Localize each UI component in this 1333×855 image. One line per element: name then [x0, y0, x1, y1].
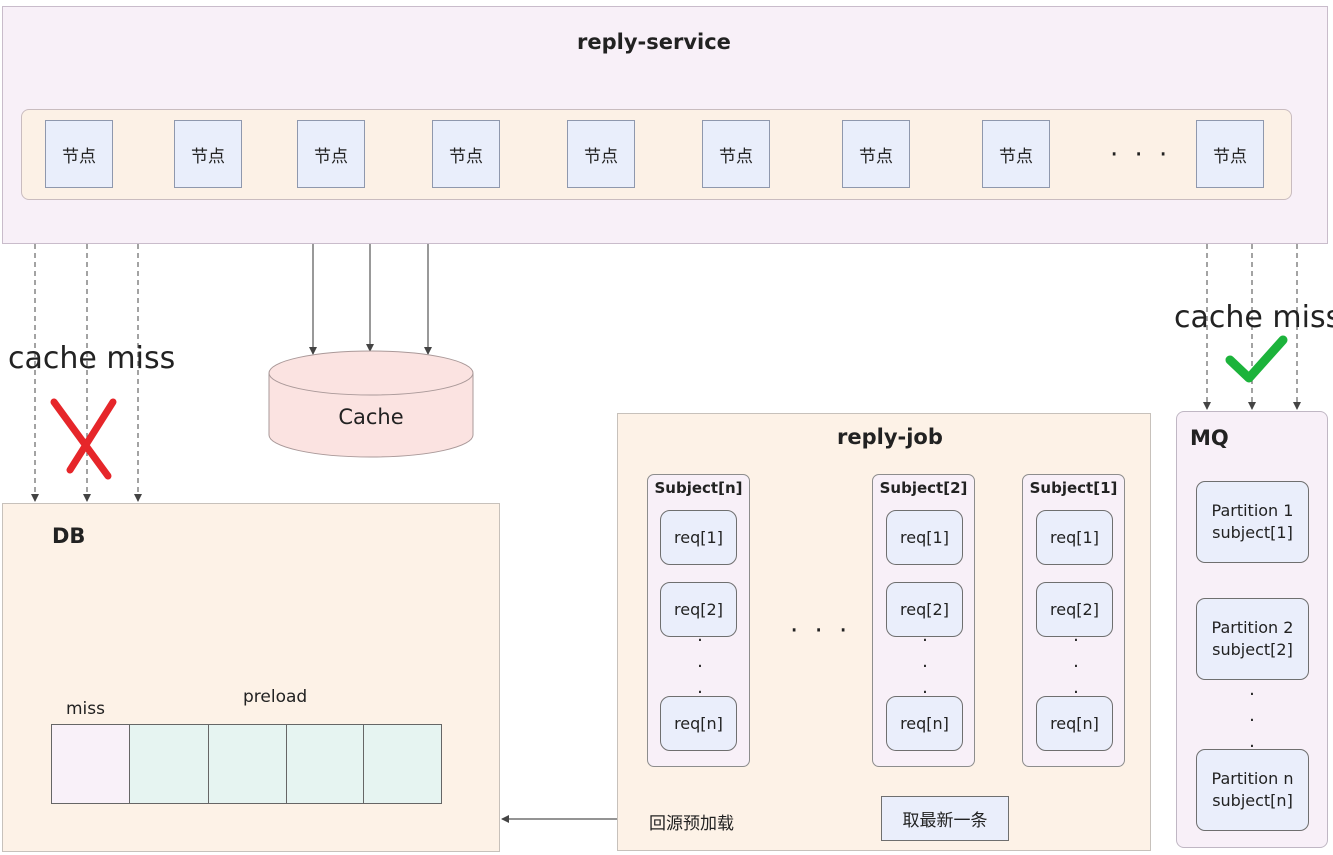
cache-cylinder	[268, 350, 474, 458]
backfill-label: 回源预加载	[647, 809, 736, 834]
vertical-ellipsis: ···	[1249, 684, 1255, 757]
cache-arrows	[309, 244, 432, 355]
request-box[interactable]: req[2]	[886, 582, 963, 637]
service-title: reply-service	[577, 30, 731, 54]
red-cross-icon	[50, 398, 117, 480]
partition-subject: subject[1]	[1212, 523, 1293, 542]
preload-cell	[363, 724, 442, 804]
request-box[interactable]: req[2]	[1036, 582, 1113, 637]
request-box[interactable]: req[n]	[1036, 696, 1113, 751]
right-cache-miss-label: cache miss	[1174, 300, 1333, 335]
subject-label: Subject[2]	[879, 479, 968, 497]
request-box[interactable]: req[n]	[660, 696, 737, 751]
fetch-latest-box[interactable]: 取最新一条	[881, 796, 1009, 841]
service-node[interactable]: 节点	[567, 120, 635, 188]
vertical-ellipsis: ···	[697, 630, 703, 703]
request-box[interactable]: req[n]	[886, 696, 963, 751]
partition-subject: subject[n]	[1212, 791, 1293, 810]
service-node[interactable]: 节点	[842, 120, 910, 188]
service-node[interactable]: 节点	[432, 120, 500, 188]
mq-title: MQ	[1190, 426, 1229, 450]
partition-box[interactable]: Partition n subject[n]	[1196, 749, 1309, 831]
green-check-icon	[1225, 335, 1288, 383]
db-dashed-arrows	[31, 244, 142, 502]
service-node[interactable]: 节点	[1196, 120, 1264, 188]
mq-dashed-arrows	[1203, 244, 1301, 410]
miss-label: miss	[66, 699, 105, 719]
job-title: reply-job	[837, 425, 943, 449]
partition-name: Partition n	[1211, 769, 1294, 788]
cache-label: Cache	[338, 405, 404, 429]
request-box[interactable]: req[1]	[660, 510, 737, 565]
db-title: DB	[52, 524, 86, 548]
preload-cell	[286, 724, 364, 804]
nodes-ellipsis: · · ·	[1110, 140, 1172, 170]
service-node[interactable]: 节点	[982, 120, 1050, 188]
subject-label: Subject[n]	[654, 479, 743, 497]
preload-label: preload	[241, 687, 310, 707]
left-cache-miss-label: cache miss	[8, 341, 176, 376]
partition-name: Partition 1	[1211, 501, 1294, 520]
request-box[interactable]: req[1]	[1036, 510, 1113, 565]
subjects-ellipsis: · · ·	[790, 616, 852, 646]
partition-subject: subject[2]	[1212, 640, 1293, 659]
partition-box[interactable]: Partition 1 subject[1]	[1196, 481, 1309, 563]
miss-cell	[51, 724, 130, 804]
vertical-ellipsis: ···	[922, 630, 928, 703]
request-box[interactable]: req[1]	[886, 510, 963, 565]
service-node[interactable]: 节点	[702, 120, 770, 188]
partition-name: Partition 2	[1211, 618, 1294, 637]
service-node[interactable]: 节点	[297, 120, 365, 188]
service-node[interactable]: 节点	[45, 120, 113, 188]
partition-box[interactable]: Partition 2 subject[2]	[1196, 598, 1309, 680]
preload-cell	[129, 724, 209, 804]
subject-label: Subject[1]	[1029, 479, 1118, 497]
service-node[interactable]: 节点	[174, 120, 242, 188]
preload-cell	[208, 724, 287, 804]
request-box[interactable]: req[2]	[660, 582, 737, 637]
vertical-ellipsis: ···	[1073, 630, 1079, 703]
